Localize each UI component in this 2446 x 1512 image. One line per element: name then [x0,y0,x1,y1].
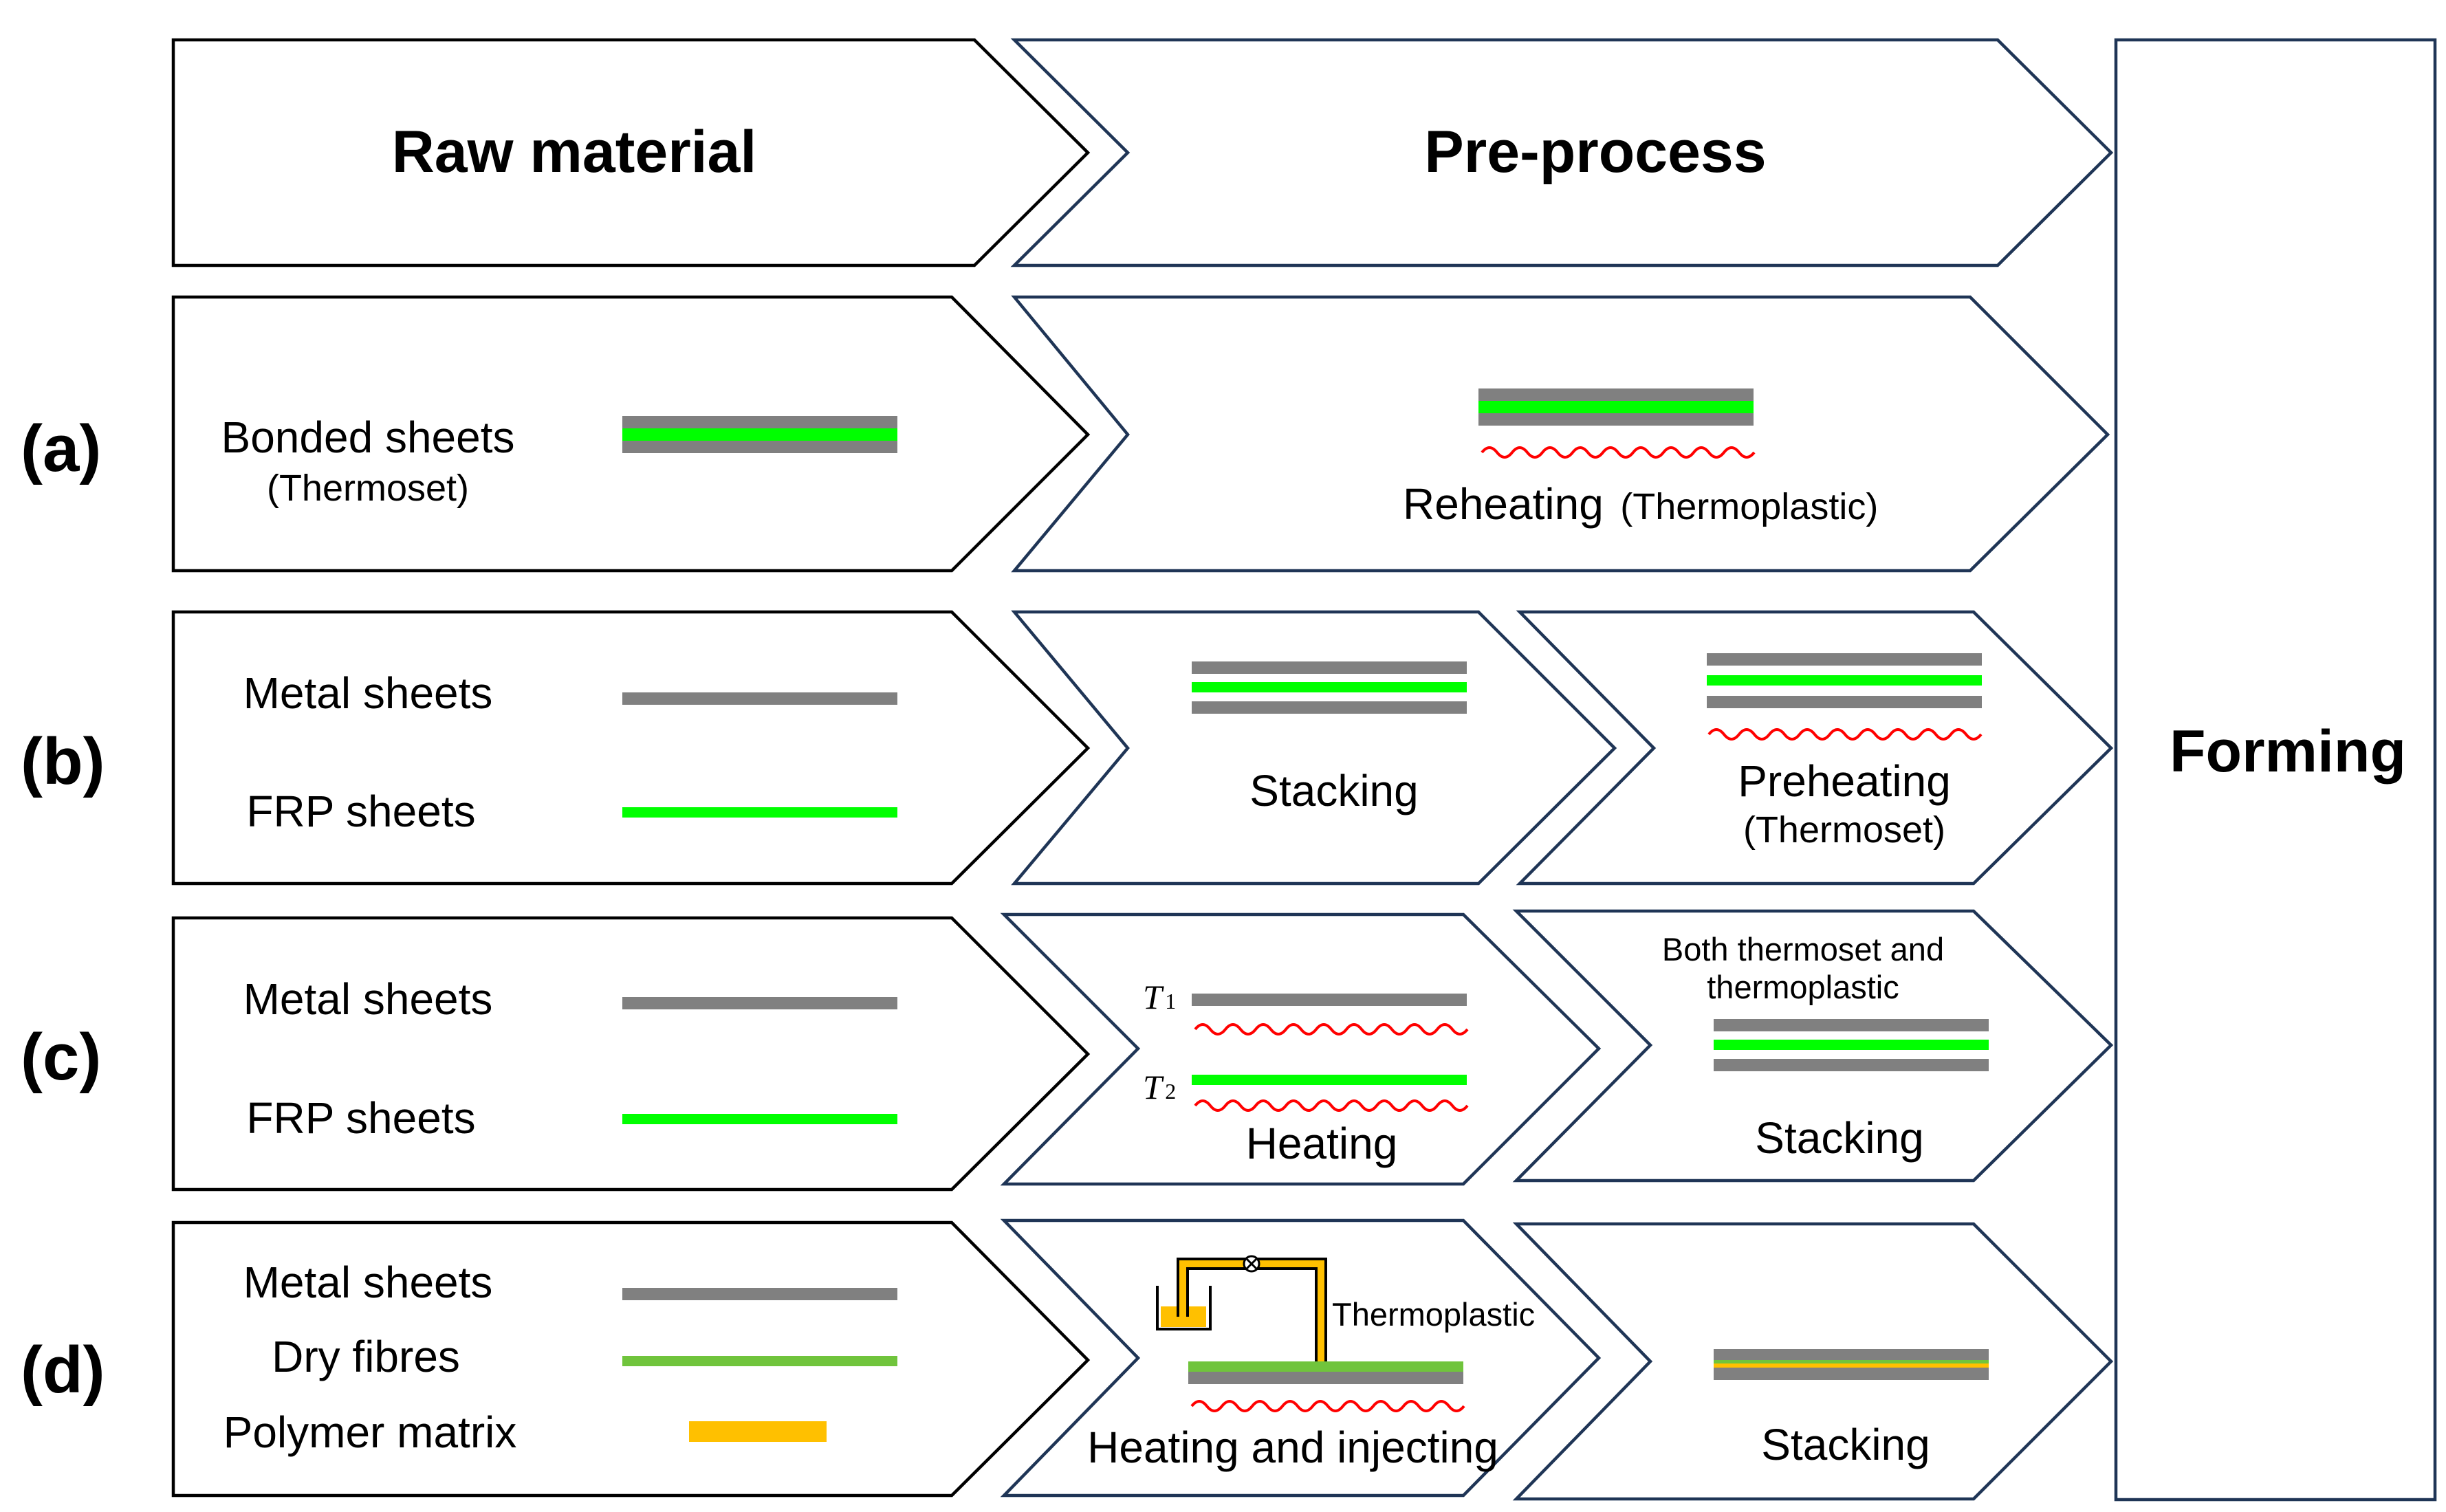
row-d-stack-metal-bottom [1714,1368,1989,1380]
row-d-heat-wave [1190,1400,1465,1412]
row-c-t2-label: T 2 [1143,1068,1176,1106]
row-d-stacking-label: Stacking [1761,1420,1930,1469]
row-d-valve-cross-2 [1245,1258,1258,1270]
row-d-inject-metal-sheet [1188,1372,1463,1384]
row-a-label: (a) [21,412,101,485]
row-a-heat-wave [1481,446,1756,459]
row-c-t1-subscript: 1 [1165,989,1176,1014]
row-d-raw-polymer-label: Polymer matrix [223,1407,517,1457]
row-b-raw-arrow [171,610,1091,886]
row-a-raw-title: Bonded sheets [221,413,515,462]
row-d-raw-metal-label: Metal sheets [243,1258,493,1307]
row-c-stack-metal-top [1714,1019,1989,1031]
row-c-heating-arrow [1000,912,1602,1186]
row-d-resin-beaker [1156,1286,1212,1330]
row-d-inject-fibre-sheet [1188,1361,1463,1372]
row-a-reheating-arrow [1011,295,2110,573]
row-c-t2-subscript: 2 [1165,1079,1176,1104]
row-a-reheat-metal-bottom [1478,413,1754,426]
row-c-t2-symbol: T [1143,1068,1164,1106]
row-b-preheat-frp [1707,675,1982,686]
row-b-stack-metal-bottom [1192,701,1467,714]
row-d-raw-polymer-bar [689,1421,827,1442]
row-c-raw-frp-label: FRP sheets [246,1093,475,1143]
row-c-note-line1: Both thermoset and [1662,931,1944,967]
row-b-stacking-label: Stacking [1249,766,1418,815]
row-b-preheat-metal-bottom [1707,696,1982,708]
pre-process-header: Pre-process [1424,119,1766,185]
row-d-raw-fibre-label: Dry fibres [272,1332,460,1381]
row-d-label: (d) [21,1333,105,1407]
row-c-heat-wave-2 [1194,1099,1469,1112]
row-b-preheating-label: Preheating [1738,756,1951,806]
row-c-t1-symbol: T [1143,978,1164,1016]
row-b-raw-frp-label: FRP sheets [246,787,475,836]
row-c-raw-frp-sheet [622,1114,897,1124]
row-a-metal-sheet-bottom [622,441,897,453]
row-c-raw-metal-label: Metal sheets [243,974,493,1024]
row-c-stack-frp [1714,1040,1989,1050]
row-c-raw-arrow [171,916,1091,1192]
row-a-reheating-label: Reheating (Thermoplastic) [1403,479,1878,529]
row-c-heat-frp-sheet [1192,1075,1467,1085]
row-b-stack-metal-top [1192,661,1467,674]
pre-process-header-arrow [1010,38,2114,267]
row-d-raw-metal-sheet [622,1288,897,1300]
row-b-stack-frp [1192,682,1467,692]
row-c-heating-label: Heating [1246,1119,1398,1168]
row-d-injector-label: Thermoplastic [1332,1296,1535,1333]
row-b-preheating-sub: (Thermoset) [1743,809,1945,851]
row-b-preheat-metal-top [1707,653,1982,666]
row-b-label: (b) [21,725,105,798]
row-d-stack-polymer [1714,1363,1989,1368]
raw-material-header: Raw material [392,119,757,185]
row-c-heat-metal-sheet [1192,994,1467,1006]
row-a-reheating-sub: (Thermoplastic) [1620,486,1878,527]
row-c-heat-wave-1 [1194,1023,1469,1036]
forming-box [2114,38,2437,1502]
row-d-heat-inject-label: Heating and injecting [1087,1423,1498,1472]
row-b-raw-metal-label: Metal sheets [243,668,493,718]
row-b-raw-frp-sheet [622,807,897,818]
row-a-reheat-frp [1478,401,1754,413]
row-c-stack-metal-bottom [1714,1059,1989,1071]
row-c-stacking-label: Stacking [1755,1113,1923,1163]
row-a-raw-subtitle: (Thermoset) [267,468,469,509]
row-c-raw-metal-sheet [622,997,897,1009]
row-a-metal-sheet-top [622,416,897,428]
row-d-heat-inject-arrow [1000,1218,1602,1498]
row-b-raw-metal-sheet [622,692,897,705]
forming-label: Forming [2170,719,2406,785]
row-c-label: (c) [21,1020,101,1094]
row-d-stack-fibre-green [1714,1360,1989,1363]
row-c-note-line2: thermoplastic [1707,969,1899,1005]
row-d-stack-metal-top [1714,1349,1989,1360]
row-c-t1-label: T 1 [1143,978,1176,1016]
row-a-reheating-text: Reheating [1403,479,1604,529]
row-b-heat-wave [1707,728,1983,741]
row-d-raw-dry-fibre-sheet [622,1356,897,1366]
row-a-reheat-metal-top [1478,388,1754,401]
row-a-frp-sheet [622,428,897,441]
raw-material-header-arrow [171,38,1091,267]
row-b-stacking-arrow [1011,610,1617,886]
